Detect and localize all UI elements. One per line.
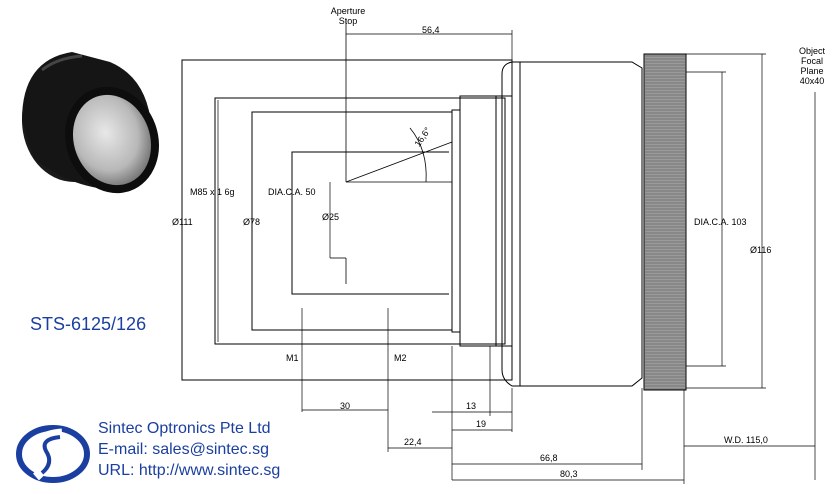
- company-name: Sintec Optronics Pte Ltd: [98, 420, 271, 437]
- m2-label: M2: [394, 353, 407, 363]
- object-plane-line-3: Plane: [800, 66, 824, 76]
- knurled-ring: [643, 53, 687, 391]
- dia-ca-103-label: DIA.C.A. 103: [694, 217, 747, 227]
- company-email[interactable]: E-mail: sales@sintec.sg: [98, 441, 269, 458]
- object-plane-line-4: 40x40: [799, 76, 825, 86]
- dim-66-8: 66,8: [540, 453, 558, 463]
- aperture-stop-label-2: Stop: [338, 16, 358, 26]
- object-plane-line-1: Object: [798, 46, 825, 56]
- dim-56-4: 56,4: [422, 25, 440, 35]
- thread-housing: [214, 97, 506, 345]
- m85-label: M85 x 1 6g: [190, 187, 235, 197]
- dim-13: 13: [466, 401, 477, 411]
- outer-housing: [181, 59, 513, 381]
- aperture-stop-label-1: Aperture: [330, 6, 366, 16]
- dim-19: 19: [476, 419, 487, 429]
- company-url[interactable]: URL: http://www.sintec.sg: [98, 462, 281, 479]
- object-plane-label: Object Focal Plane 40x40: [790, 46, 834, 86]
- sintec-logo-icon: [16, 425, 90, 483]
- diameter-111-label: Ø111: [172, 217, 193, 227]
- diameter-116-label: Ø116: [750, 245, 772, 255]
- m1-label: M1: [286, 353, 299, 363]
- dim-30: 30: [340, 401, 351, 411]
- object-plane-line-2: Focal: [800, 56, 823, 66]
- dia-ca-50-label: DIA.C.A. 50: [268, 187, 316, 197]
- diameter-25-label: Ø25: [322, 212, 340, 222]
- lens-photo-icon: [22, 52, 160, 194]
- model-name: STS-6125/126: [30, 314, 147, 334]
- aperture-stop-label: Aperture Stop: [326, 6, 370, 26]
- working-distance: W.D. 115,0: [724, 435, 768, 445]
- dim-80-3: 80,3: [560, 469, 578, 479]
- dim-22-4: 22,4: [404, 437, 422, 447]
- diameter-78-label: Ø78: [243, 217, 261, 227]
